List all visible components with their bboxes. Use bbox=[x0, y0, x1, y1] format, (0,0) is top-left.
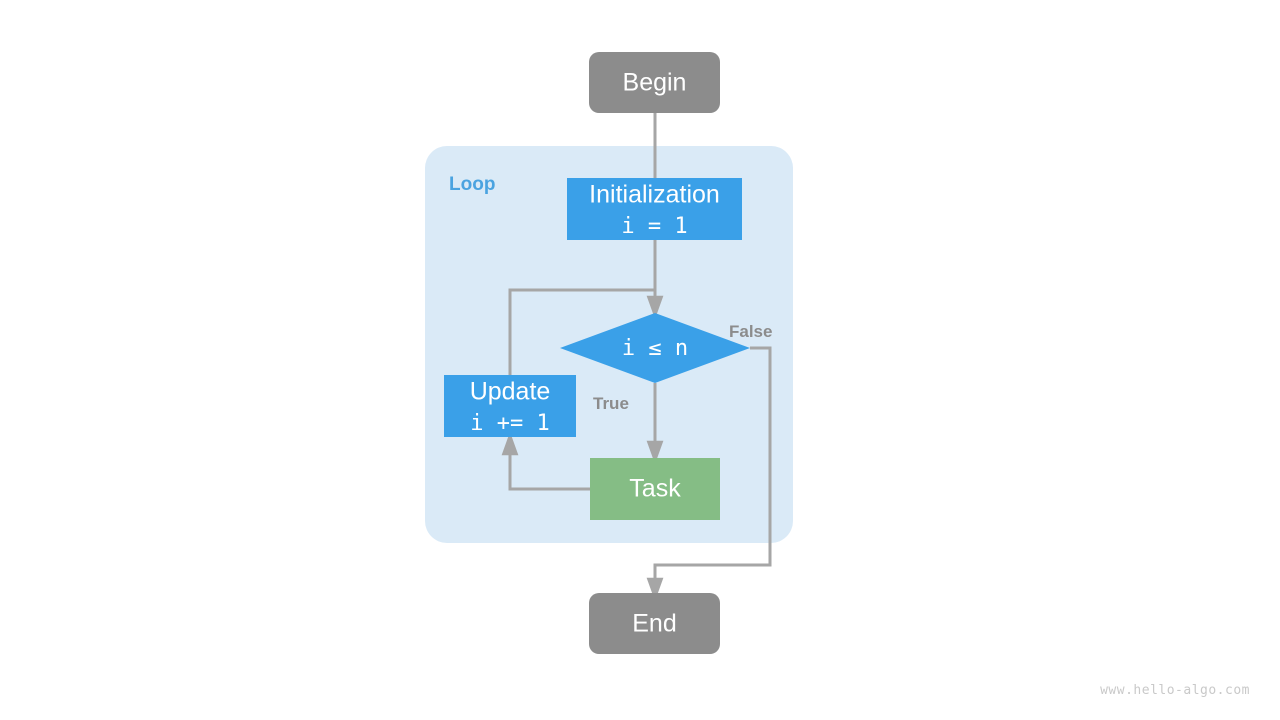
node-update-label: Update bbox=[470, 378, 551, 406]
edge-label-false: False bbox=[729, 322, 772, 341]
node-begin[interactable]: Begin bbox=[589, 52, 720, 113]
node-initialization[interactable]: Initialization i = 1 bbox=[567, 178, 742, 240]
node-initialization-label: Initialization bbox=[589, 181, 720, 209]
node-update-sublabel: i += 1 bbox=[470, 411, 549, 436]
node-begin-label: Begin bbox=[623, 69, 687, 97]
edge-task-to-update bbox=[501, 431, 590, 491]
node-condition[interactable]: i ≤ n bbox=[560, 313, 750, 383]
node-initialization-sublabel: i = 1 bbox=[621, 214, 687, 239]
node-condition-shape bbox=[560, 313, 750, 383]
node-initialization-shape bbox=[567, 178, 742, 240]
node-condition-label: i ≤ n bbox=[622, 336, 688, 361]
node-update-shape bbox=[444, 375, 576, 437]
node-task-label: Task bbox=[629, 475, 681, 503]
edge-label-true: True bbox=[593, 394, 629, 413]
node-update[interactable]: Update i += 1 bbox=[444, 375, 576, 437]
node-end[interactable]: End bbox=[589, 593, 720, 654]
edge-layer bbox=[501, 113, 772, 602]
loop-group-label: Loop bbox=[449, 174, 495, 195]
edge-cond-to-end bbox=[646, 346, 772, 602]
node-begin-shape bbox=[589, 52, 720, 113]
node-task[interactable]: Task bbox=[590, 458, 720, 520]
node-end-shape bbox=[589, 593, 720, 654]
node-task-shape bbox=[590, 458, 720, 520]
node-end-label: End bbox=[632, 610, 676, 638]
edge-update-to-cond bbox=[508, 288, 655, 375]
watermark: www.hello-algo.com bbox=[1100, 683, 1250, 698]
